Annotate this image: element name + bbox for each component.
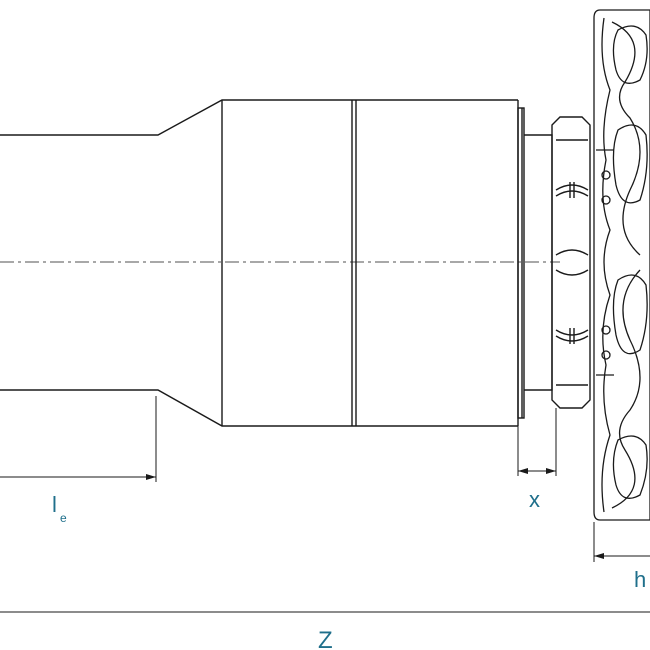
x-label: x (529, 487, 540, 512)
wheel-bolt-3 (601, 325, 611, 335)
h-arrowhead (594, 553, 604, 559)
wheel-bolt-4 (601, 350, 611, 360)
dimension-lines (0, 396, 650, 613)
pipe-bottom-edge (0, 389, 518, 427)
z-label: Z (318, 627, 333, 650)
nut-rib-2 (555, 190, 589, 197)
neck (524, 134, 553, 391)
pipe-top-edge (0, 99, 518, 136)
wheel-outer (593, 9, 650, 521)
wheel-groove-1 (611, 21, 641, 256)
hand-wheel (593, 9, 650, 521)
le-label: l (52, 492, 57, 517)
nut-rib-3 (555, 249, 589, 256)
nut-rib-1 (555, 184, 589, 191)
x-arrowhead-right (546, 468, 556, 474)
le-subscript: e (60, 511, 67, 525)
pipe-body (0, 99, 553, 427)
wheel-groove-2 (611, 269, 641, 509)
hex-nut (551, 116, 591, 409)
wheel-inner-left (601, 17, 611, 513)
nut-outline (551, 116, 591, 409)
x-arrowhead-left (518, 468, 528, 474)
wheel-lobe-3 (612, 274, 648, 355)
collar (517, 107, 525, 419)
nut-rib-6 (555, 335, 589, 342)
h-label: h (634, 567, 646, 592)
wheel-bolt-2 (601, 195, 611, 205)
wheel-lobe-4 (612, 435, 648, 499)
wheel-lobe-2 (612, 124, 648, 204)
wheel-lobe-1 (612, 25, 648, 84)
le-arrowhead (146, 474, 156, 480)
nut-rib-4 (555, 269, 589, 276)
wheel-bolt-1 (601, 170, 611, 180)
nut-rib-5 (555, 329, 589, 336)
